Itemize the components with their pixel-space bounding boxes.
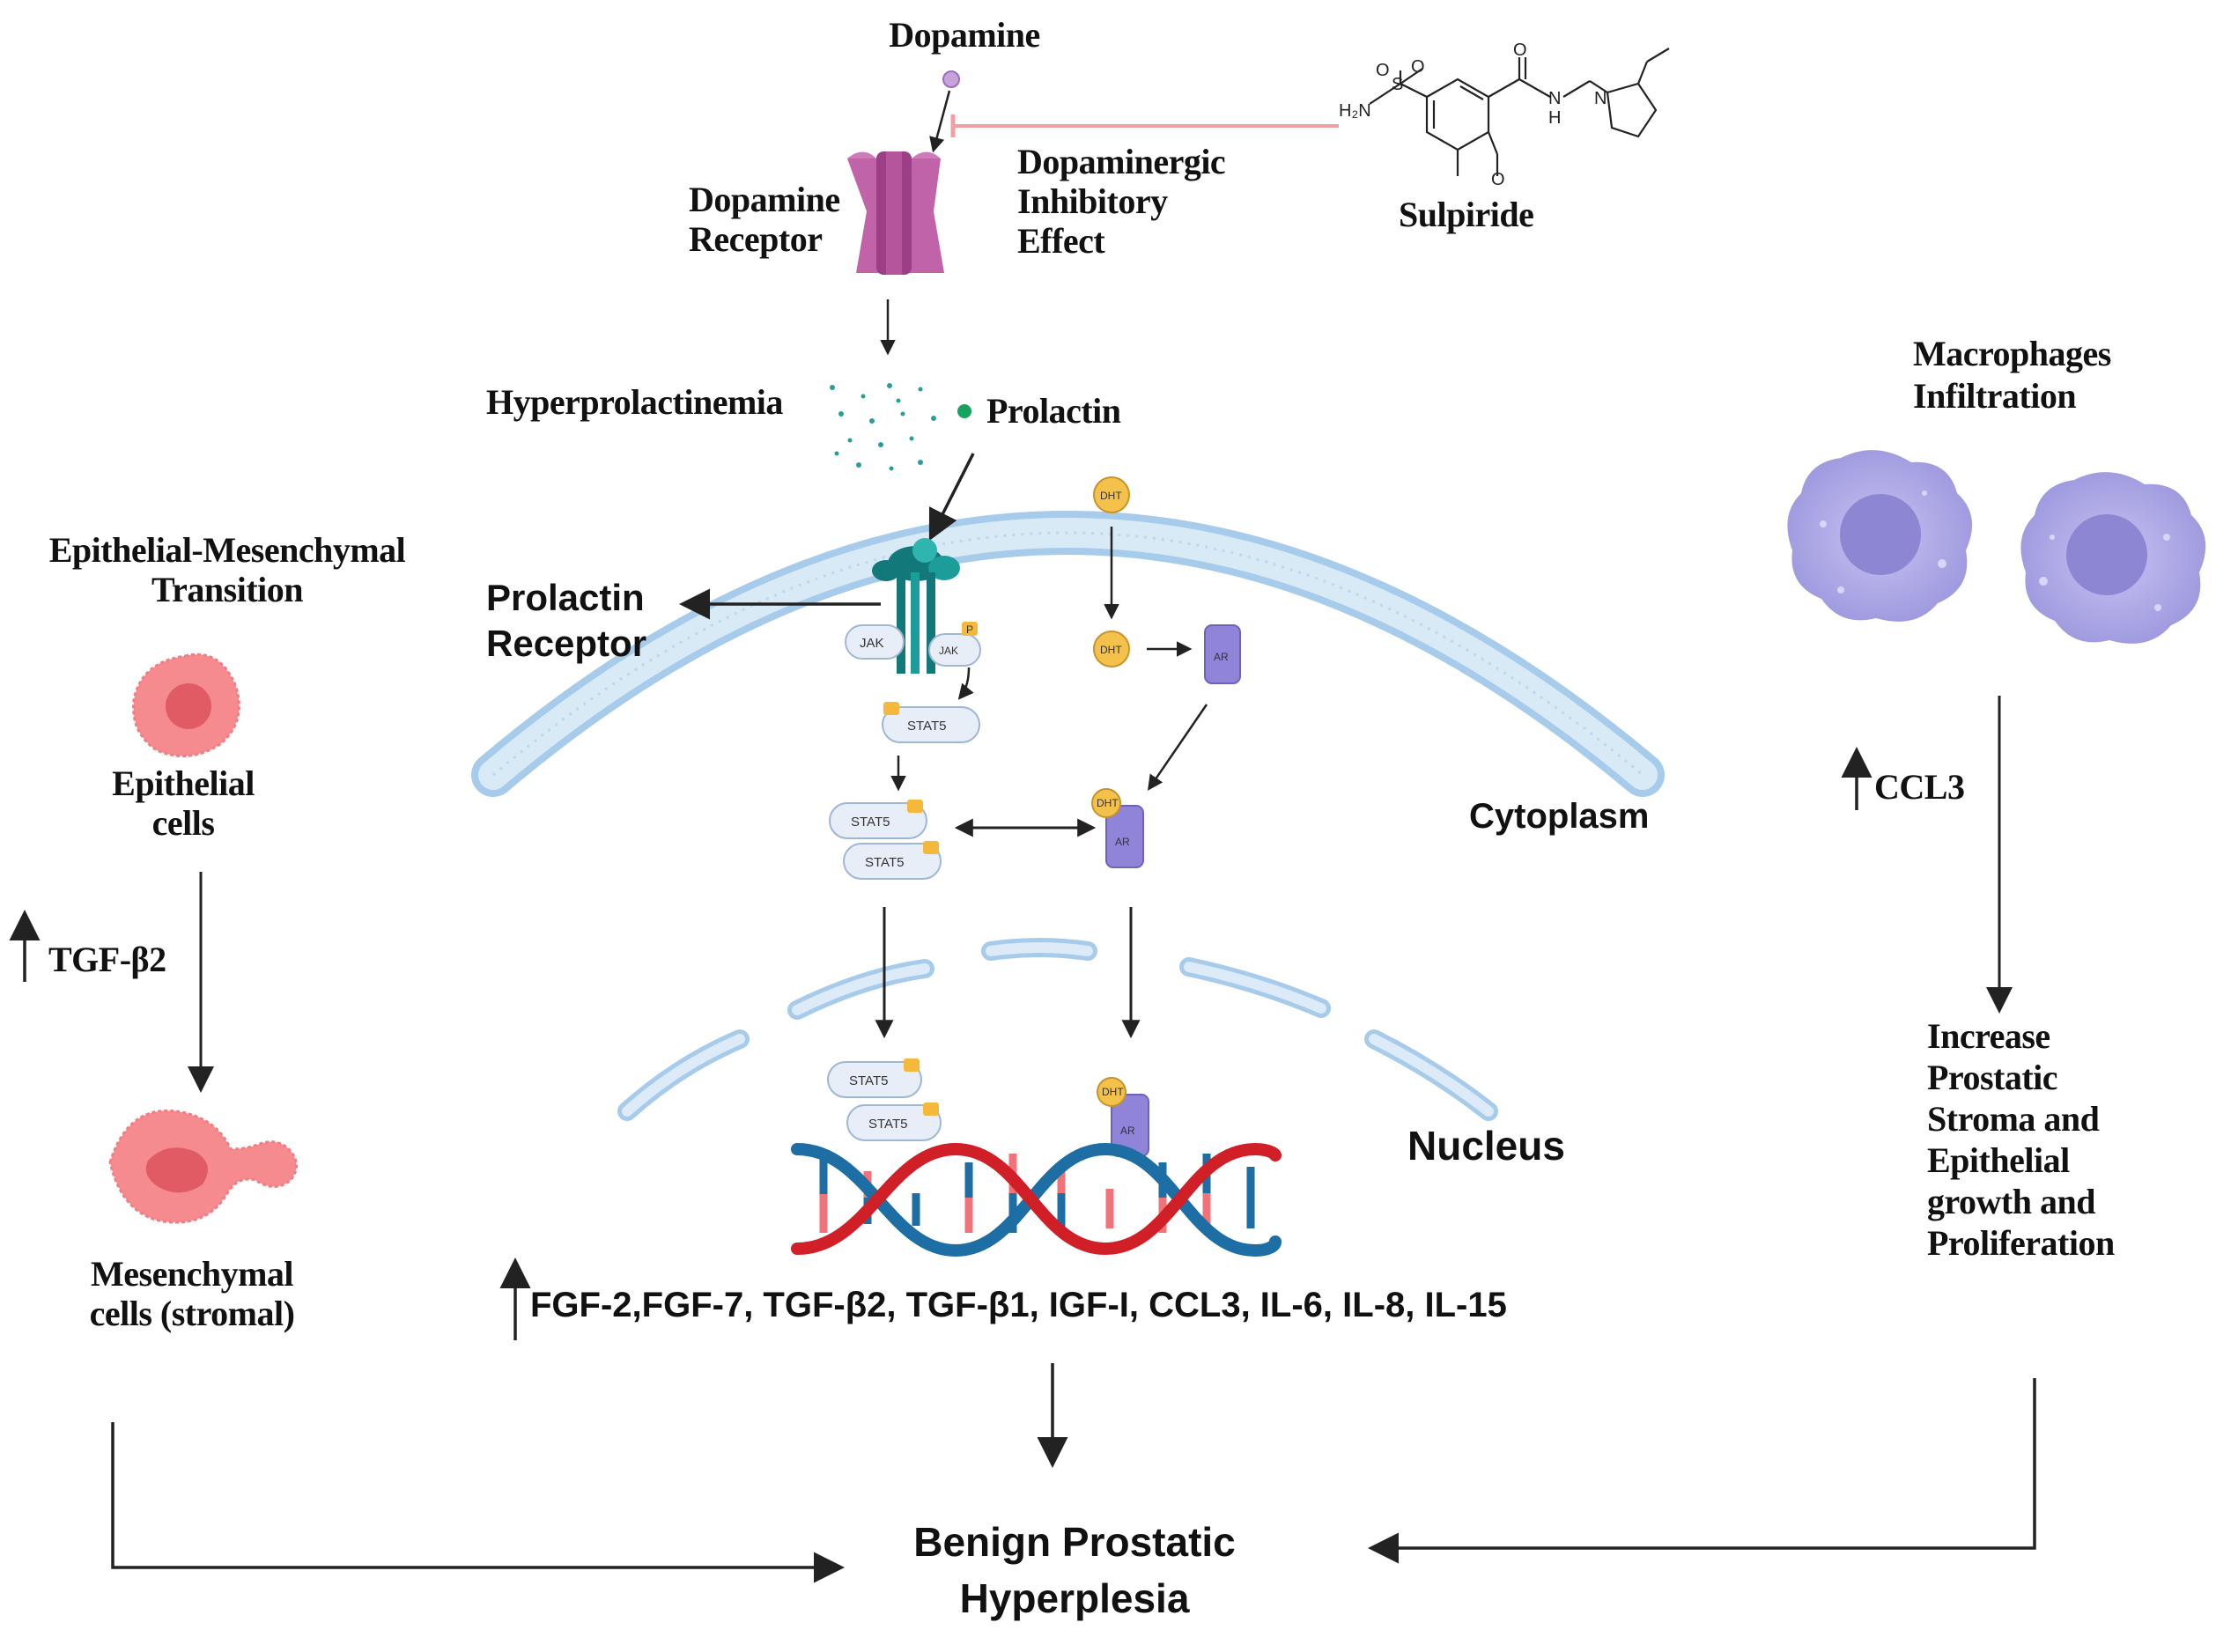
stat5-monomer: STAT5 bbox=[882, 702, 980, 743]
nucleus-label: Nucleus bbox=[1407, 1123, 1565, 1169]
macrophages-label-1: Macrophages bbox=[1913, 334, 2111, 373]
dht-molecule-mid: DHT bbox=[1093, 631, 1130, 667]
dht-label-2: DHT bbox=[1100, 644, 1122, 656]
tgf-b2-label: TGF-β2 bbox=[48, 940, 166, 979]
emt-label-1: Epithelial-Mesenchymal bbox=[48, 530, 406, 570]
increase-label-6: Proliferation bbox=[1927, 1223, 2115, 1263]
prolactin-molecule bbox=[957, 404, 971, 418]
dht-label-1: DHT bbox=[1100, 490, 1122, 502]
dopamine-receptor-label-1: Dopamine bbox=[689, 180, 840, 219]
chem-atom-h: H bbox=[1548, 108, 1561, 128]
stat5-label-4: STAT5 bbox=[849, 1073, 888, 1088]
chem-atom-o3: O bbox=[1513, 41, 1527, 60]
dht-molecule-top: DHT bbox=[1093, 476, 1130, 513]
prolactin-receptor-label-1: Prolactin bbox=[486, 577, 645, 618]
stat5-dimer-nucleus: STAT5 STAT5 bbox=[827, 1058, 942, 1141]
chem-atom-n1: N bbox=[1548, 89, 1561, 108]
mesenchymal-cells-label-2: cells (stromal) bbox=[89, 1294, 295, 1333]
mesenchymal-cell-icon bbox=[108, 1109, 298, 1224]
stat5-label-2: STAT5 bbox=[851, 815, 890, 830]
jak-phospho: P bbox=[966, 623, 973, 636]
epithelial-cells-label-2: cells bbox=[151, 803, 215, 843]
epithelial-cells-label-1: Epithelial bbox=[112, 763, 255, 803]
prolactin-receptor-icon bbox=[872, 538, 960, 674]
prolactin-dots bbox=[830, 383, 936, 471]
emt-label-2: Transition bbox=[151, 570, 304, 609]
ar-label-2: AR bbox=[1115, 836, 1130, 848]
dht-ar-complex-nucleus: AR DHT bbox=[1097, 1077, 1149, 1157]
chem-atom-o4: O bbox=[1491, 170, 1505, 189]
dopamine-receptor-icon bbox=[847, 151, 944, 275]
androgen-receptor-mid: AR bbox=[1204, 624, 1241, 684]
dopamine-molecule bbox=[942, 70, 960, 88]
bph-label-1: Benign Prostatic bbox=[913, 1519, 1236, 1565]
increase-label-5: growth and bbox=[1927, 1182, 2095, 1221]
mesenchymal-cells-label-1: Mesenchymal bbox=[90, 1254, 294, 1294]
stat5-label-3: STAT5 bbox=[865, 855, 904, 870]
nuclear-envelope bbox=[617, 938, 1498, 1121]
stat5-label-5: STAT5 bbox=[868, 1117, 907, 1132]
chem-atom-o2: O bbox=[1411, 57, 1425, 77]
dna-helix bbox=[791, 1142, 1282, 1257]
dopaminergic-label-3: Effect bbox=[1017, 221, 1105, 261]
chem-atom-s: S bbox=[1392, 75, 1403, 94]
hyperprolactinemia-label: Hyperprolactinemia bbox=[486, 382, 783, 422]
ar-label-3: AR bbox=[1120, 1125, 1135, 1137]
chem-atom-o1: O bbox=[1376, 61, 1390, 80]
prolactin-label: Prolactin bbox=[986, 391, 1121, 431]
jak-complex: JAK JAK P bbox=[845, 622, 981, 667]
dopaminergic-label-1: Dopaminergic bbox=[1017, 142, 1226, 181]
macrophage-cell-icon-1 bbox=[1787, 450, 1973, 622]
dht-ar-complex-cytoplasm: AR DHT bbox=[1091, 788, 1144, 868]
increase-label-4: Epithelial bbox=[1927, 1140, 2070, 1180]
dopaminergic-label-2: Inhibitory bbox=[1017, 181, 1168, 221]
bph-label-2: Hyperplesia bbox=[959, 1575, 1190, 1621]
increase-label-2: Prostatic bbox=[1927, 1058, 2058, 1097]
macrophage-cell-icon-2 bbox=[2020, 472, 2206, 644]
sulpiride-atoms: O S O H₂N O N H N O bbox=[1339, 41, 1607, 189]
dopamine-receptor-label-2: Receptor bbox=[689, 219, 823, 259]
cytoplasm-label: Cytoplasm bbox=[1469, 797, 1650, 836]
dht-label-3: DHT bbox=[1097, 797, 1119, 809]
jak-label-1: JAK bbox=[860, 636, 884, 651]
chem-atom-h2n: H₂N bbox=[1339, 101, 1371, 121]
epithelial-cell-icon bbox=[132, 653, 240, 758]
jak-label-2: JAK bbox=[939, 645, 958, 657]
growth-factors-label: FGF-2,FGF-7, TGF-β2, TGF-β1, IGF-I, CCL3… bbox=[530, 1286, 1507, 1324]
increase-label-3: Stroma and bbox=[1927, 1099, 2100, 1139]
stat5-label-1: STAT5 bbox=[907, 719, 946, 734]
macrophages-label-2: Infiltration bbox=[1913, 376, 2077, 416]
increase-label-1: Increase bbox=[1927, 1016, 2050, 1056]
prolactin-receptor-label-2: Receptor bbox=[486, 623, 647, 664]
chem-atom-n2: N bbox=[1594, 89, 1607, 108]
sulpiride-structure bbox=[1369, 48, 1670, 176]
sulpiride-label: Sulpiride bbox=[1399, 195, 1534, 234]
stat5-dimer-cytoplasm: STAT5 STAT5 bbox=[829, 800, 942, 880]
ccl3-label: CCL3 bbox=[1874, 767, 1965, 807]
dopamine-label: Dopamine bbox=[889, 15, 1040, 55]
dht-label-4: DHT bbox=[1102, 1086, 1124, 1098]
ar-label-1: AR bbox=[1214, 651, 1229, 663]
